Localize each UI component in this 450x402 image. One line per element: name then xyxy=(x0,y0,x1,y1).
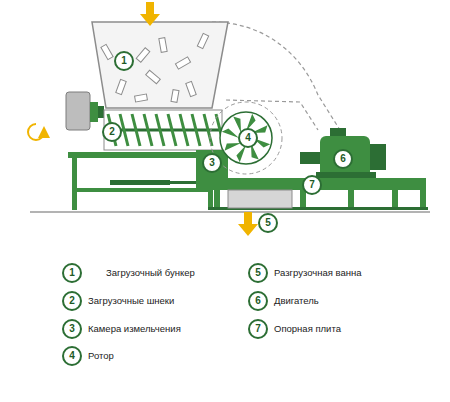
feed-arrow xyxy=(140,2,160,26)
callout-number: 2 xyxy=(102,122,122,142)
callout-node: 2 xyxy=(102,121,122,141)
callout-number: 7 xyxy=(302,175,322,195)
casing-outline xyxy=(212,22,340,130)
feed-screw xyxy=(104,110,224,150)
legend-item: 6Двигатель xyxy=(248,290,268,310)
callout-node: 6 xyxy=(333,148,353,168)
callout-number: 4 xyxy=(62,346,82,366)
callout-node: 7 xyxy=(302,174,322,194)
legend-item: 1Загрузочный бункер xyxy=(62,262,82,282)
screw-drive-motor xyxy=(66,92,104,130)
legend-item: 2Загрузочные шнеки xyxy=(62,290,82,310)
legend-item: 4Ротор xyxy=(62,345,82,365)
callout-node: 1 xyxy=(114,50,134,70)
callout-node: 3 xyxy=(202,152,222,172)
callout-number: 5 xyxy=(258,213,278,233)
main-motor xyxy=(300,128,386,178)
callout-number: 3 xyxy=(202,153,222,173)
part-name: Разгрузочная ванна xyxy=(274,267,362,278)
hopper xyxy=(92,22,228,108)
callout-number: 4 xyxy=(238,128,258,148)
legend-item: 5Разгрузочная ванна xyxy=(248,262,268,282)
callout-number: 6 xyxy=(333,149,353,169)
callout-number: 5 xyxy=(248,263,268,283)
part-name: Загрузочный бункер xyxy=(106,267,195,278)
cutting-chamber xyxy=(196,150,228,180)
frame xyxy=(68,152,218,210)
callout-number: 6 xyxy=(248,291,268,311)
callout-number: 7 xyxy=(248,319,268,339)
callout-number: 3 xyxy=(62,319,82,339)
part-name: Ротор xyxy=(88,350,114,361)
callout-number: 2 xyxy=(62,291,82,311)
callout-node: 4 xyxy=(238,127,258,147)
discharge-tub xyxy=(228,190,292,208)
discharge-arrow xyxy=(238,212,258,236)
callout-node: 5 xyxy=(258,212,278,232)
callout-number: 1 xyxy=(62,263,82,283)
ground-line xyxy=(30,212,430,213)
part-name: Камера измельчения xyxy=(88,323,181,334)
part-name: Загрузочные шнеки xyxy=(88,295,174,306)
part-name: Двигатель xyxy=(274,295,319,306)
part-name: Опорная плита xyxy=(274,323,341,334)
legend-item: 7Опорная плита xyxy=(248,318,268,338)
callout-number: 1 xyxy=(114,51,134,71)
legend-item: 3Камера измельчения xyxy=(62,318,82,338)
rotation-arrow xyxy=(28,124,44,140)
